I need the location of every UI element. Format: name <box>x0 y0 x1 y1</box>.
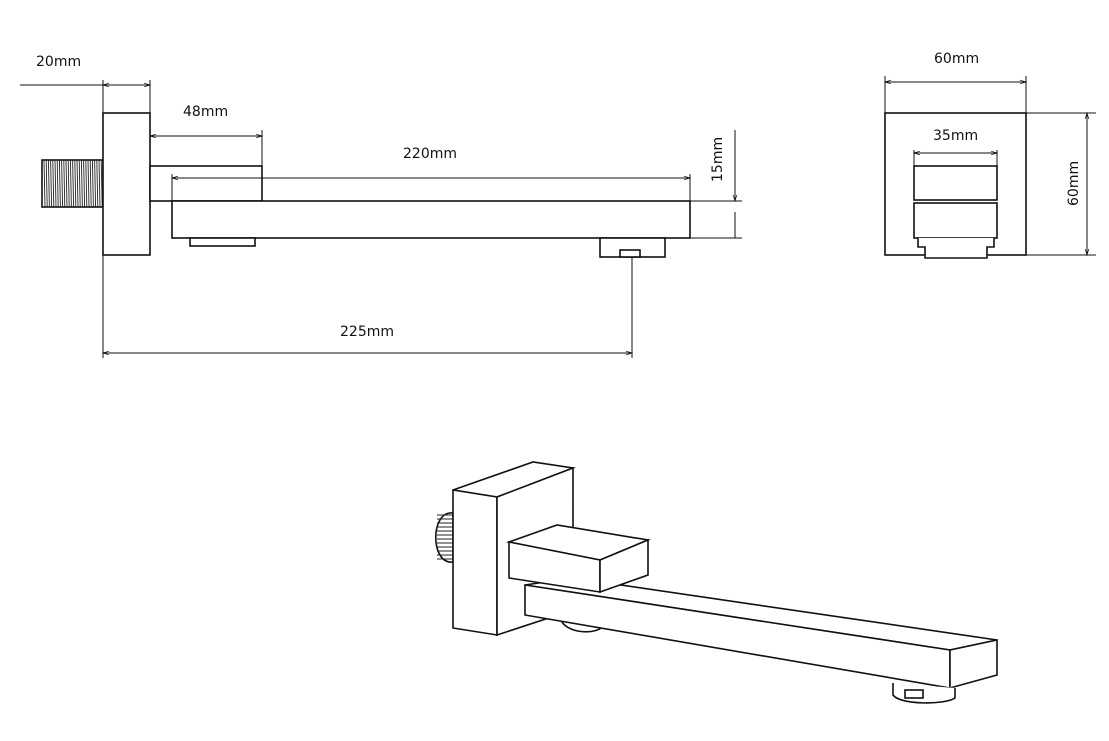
dim-body-width: 35mm <box>933 128 978 144</box>
dim-body-length: 48mm <box>183 104 228 120</box>
iso-aerator <box>904 689 924 699</box>
dim-plate-height: 60mm <box>1066 161 1082 206</box>
body-block <box>149 165 263 202</box>
iso-spout-end <box>949 639 998 690</box>
dim-overall-projection: 225mm <box>340 324 394 340</box>
thread-lines <box>43 159 103 208</box>
spout <box>171 200 691 239</box>
dim-plate-thickness: 20mm <box>36 54 81 70</box>
isometric-view <box>435 461 998 704</box>
iso-block-side <box>599 538 649 594</box>
side-view: 20mm 48mm 220mm 15mm 225mm <box>20 54 742 358</box>
outlet-aerator <box>619 249 641 258</box>
spout-nub <box>189 237 256 247</box>
wall-plate <box>102 112 151 256</box>
front-spout <box>913 202 998 239</box>
dim-plate-width: 60mm <box>934 51 979 67</box>
iso-plate-front <box>452 489 498 636</box>
dim-spout-height: 15mm <box>710 137 726 182</box>
iso-thread <box>435 512 454 563</box>
front-body-block <box>913 165 998 201</box>
dim-spout-length: 220mm <box>403 146 457 162</box>
front-outlet <box>917 238 995 259</box>
front-view: 60mm 35mm 60mm <box>885 51 1096 259</box>
